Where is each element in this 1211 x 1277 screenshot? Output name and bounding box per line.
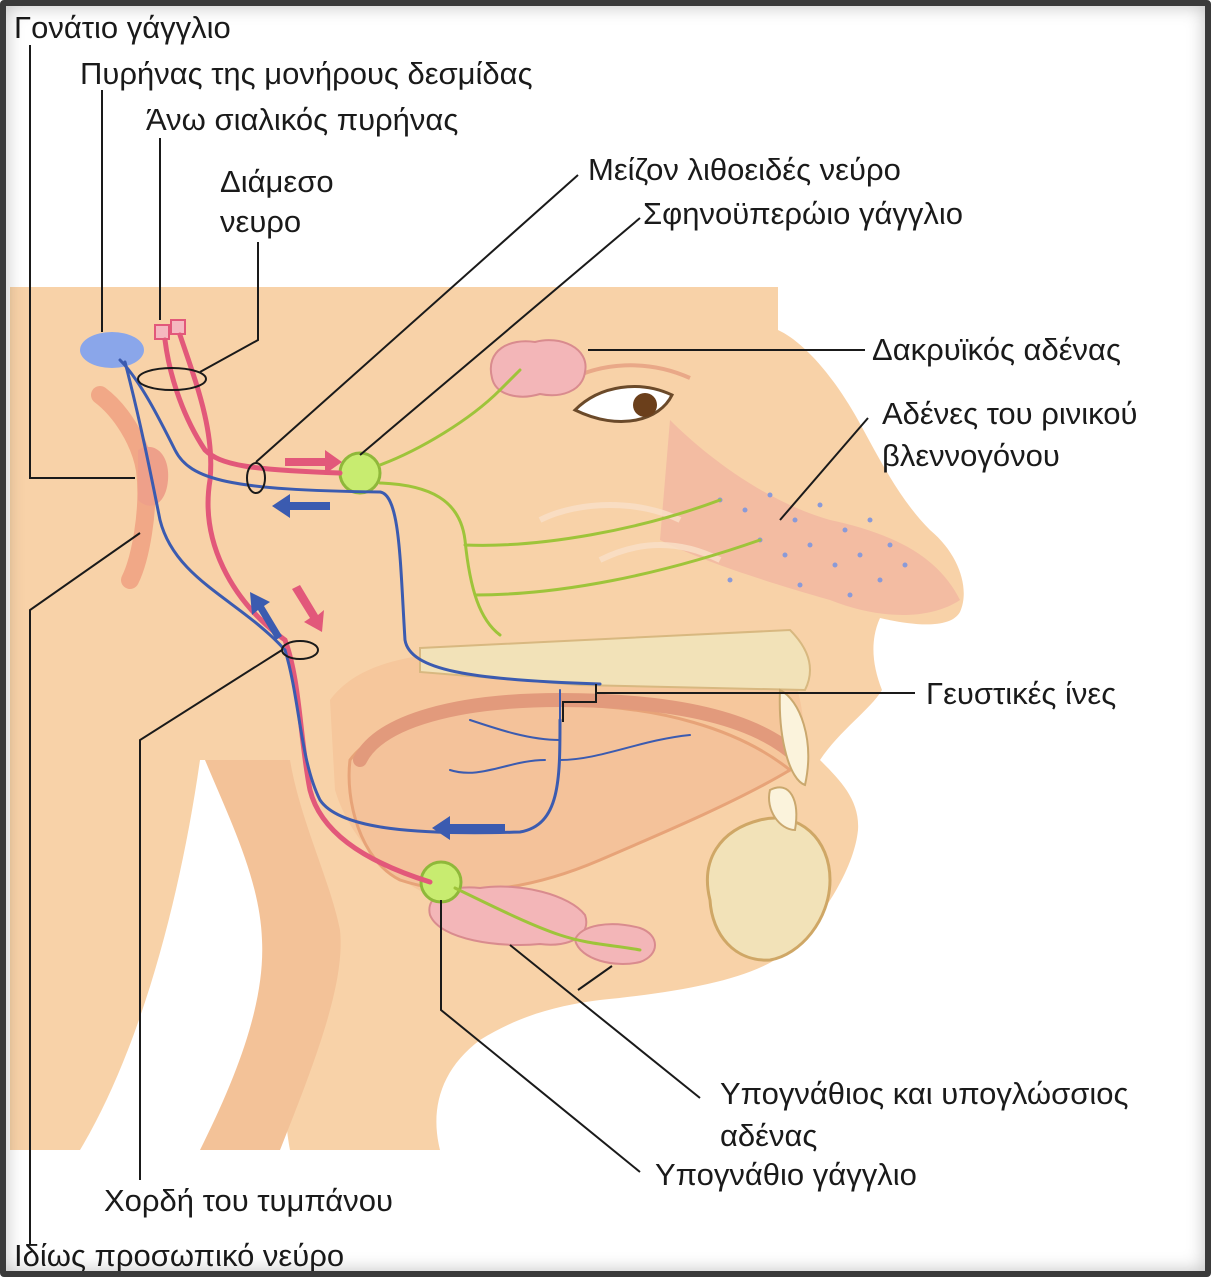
label-submandibular-ganglion: Υπογνάθιο γάγγλιο [655, 1157, 917, 1192]
iris [633, 393, 657, 417]
pterygopalatine-ganglion [340, 453, 380, 493]
label-submandibular-glands-line1: Υπογνάθιος και υπογλώσσιος [720, 1076, 1128, 1111]
head-illustration [10, 287, 964, 1150]
label-geniculate-ganglion: Γονάτιο γάγγλιο [14, 10, 231, 45]
solitary-nucleus [80, 332, 144, 368]
label-solitary-nucleus: Πυρήνας της μονήρους δεσμίδας [80, 56, 533, 91]
label-intermediate-nerve-line1: Διάμεσο [220, 164, 334, 199]
label-nasal-glands-line2: βλεννογόνου [882, 438, 1060, 473]
label-greater-petrosal-nerve: Μείζον λιθοειδές νεύρο [588, 152, 901, 187]
label-pterygopalatine-ganglion: Σφηνοϋπερώιο γάγγλιο [643, 196, 963, 231]
label-facial-nerve-proper: Ιδίως προσωπικό νεύρο [14, 1238, 344, 1273]
label-submandibular-glands-line2: αδένας [720, 1118, 817, 1153]
lacrimal-gland [491, 340, 586, 396]
label-superior-salivary-nucleus: Άνω σιαλικός πυρήνας [146, 102, 458, 137]
neck-tube [10, 760, 200, 1150]
label-nasal-glands-line1: Αδένες του ρινικού [882, 396, 1137, 431]
label-taste-fibers: Γευστικές ίνες [926, 676, 1116, 711]
label-chorda-tympani: Χορδή του τυμπάνου [104, 1183, 393, 1218]
mandible [707, 818, 830, 960]
label-intermediate-nerve-line2: νευρο [220, 204, 301, 239]
label-lacrimal-gland: Δακρυϊκός αδένας [872, 332, 1121, 367]
